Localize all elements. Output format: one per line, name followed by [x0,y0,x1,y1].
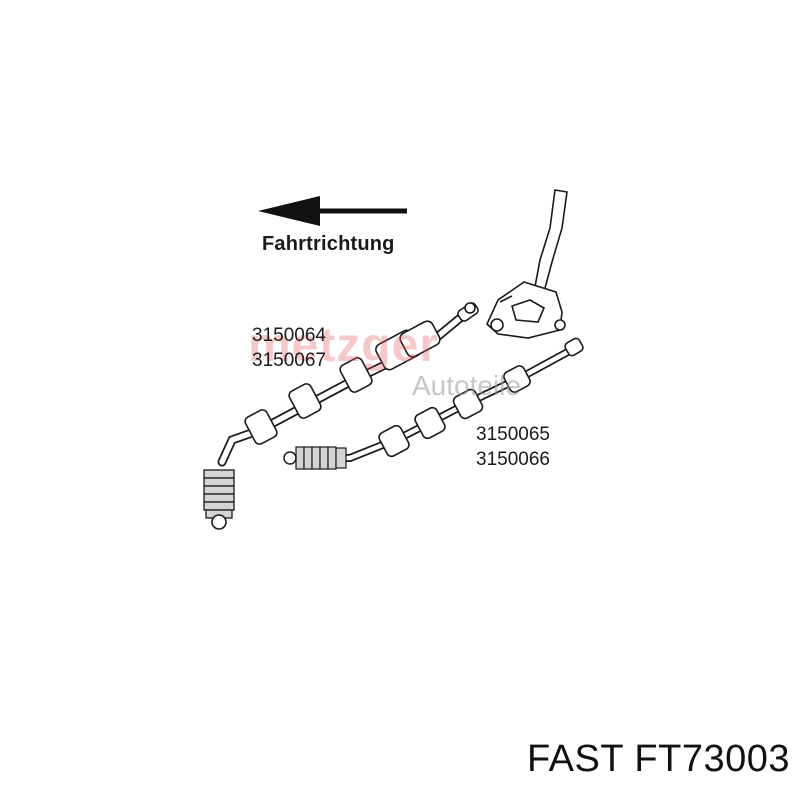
direction-label: Fahrtrichtung [262,233,395,255]
direction-arrow [258,196,407,226]
part-number-lower-1: 3150065 [476,424,550,445]
part-number-lower-2: 3150066 [476,449,550,470]
upper-cable [203,302,479,530]
part-number-upper-1: 3150064 [252,325,326,346]
gear-lever [486,189,568,339]
watermark-brand: metzger [248,319,440,372]
part-number-upper-2: 3150067 [252,350,326,371]
footer-part-code: FAST FT73003 [527,738,790,780]
watermark-subtitle: Autoteile [412,370,521,401]
lower-cable [283,337,584,470]
